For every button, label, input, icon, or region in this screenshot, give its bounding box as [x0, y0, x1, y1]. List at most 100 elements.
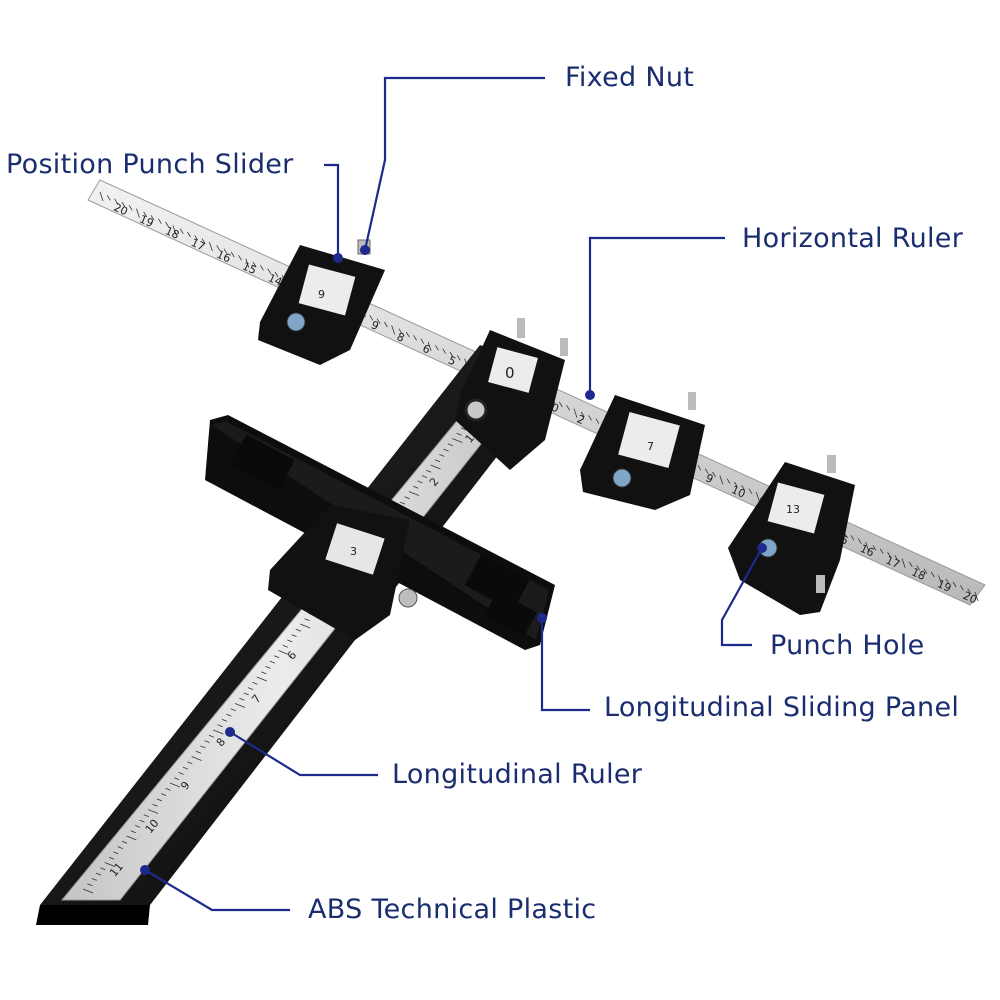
h-tick — [260, 265, 264, 271]
v-tick — [217, 724, 223, 728]
v-tick — [113, 851, 119, 855]
h-tick — [99, 191, 104, 202]
h-tick — [216, 245, 221, 251]
leader-dot-longitudinal-sliding-panel — [537, 613, 547, 623]
v-tick — [108, 856, 115, 860]
h-number: 20 — [112, 201, 130, 219]
leader-dot-abs-technical-plastic — [140, 865, 150, 875]
h-tick — [857, 538, 862, 544]
h-tick — [580, 411, 585, 418]
h-tick — [442, 348, 447, 354]
svg-text:0: 0 — [505, 364, 515, 382]
h-tick — [187, 231, 191, 238]
h-tick — [136, 208, 140, 218]
leader-longitudinal-ruler — [229, 731, 378, 777]
h-tick — [150, 215, 155, 221]
h-tick — [252, 261, 257, 268]
svg-text:9: 9 — [318, 288, 325, 301]
v-tick — [139, 819, 145, 823]
h-tick — [952, 581, 957, 588]
h-tick — [179, 228, 184, 234]
v-tick — [121, 840, 128, 844]
v-tick — [126, 835, 137, 841]
leader-punch-hole — [720, 547, 763, 647]
v-tick — [439, 454, 445, 457]
v-tick — [278, 650, 289, 655]
v-tick — [247, 687, 254, 690]
h-tick — [901, 558, 906, 568]
v-tick — [117, 846, 123, 849]
h-tick — [960, 585, 964, 591]
v-tick — [130, 830, 136, 834]
v-tick — [182, 766, 189, 770]
v-tick — [191, 756, 202, 761]
h-tick — [420, 338, 425, 344]
label-punch-hole: Punch Hole — [770, 630, 925, 661]
h-tick — [143, 211, 148, 218]
h-tick — [165, 221, 169, 228]
h-tick — [223, 248, 228, 254]
leader-abs-technical-plastic — [144, 869, 290, 912]
label-fixed-nut: Fixed Nut — [565, 62, 695, 93]
leader-dot-longitudinal-ruler — [225, 727, 235, 737]
h-tick — [974, 591, 979, 602]
v-tick — [230, 708, 236, 712]
h-tick — [230, 251, 235, 258]
h-number: 18 — [163, 224, 181, 242]
v-tick — [152, 803, 158, 807]
v-tick — [295, 628, 302, 632]
h-tick — [128, 205, 133, 211]
h-tick — [748, 488, 753, 494]
h-number: 9 — [369, 318, 381, 333]
h-number: 8 — [395, 330, 407, 345]
v-tick — [282, 644, 288, 648]
v-tick — [300, 623, 311, 629]
h-tick — [923, 568, 928, 574]
leader-position-punch-slider — [324, 163, 340, 258]
v-tick — [304, 618, 310, 622]
h-tick — [967, 588, 972, 594]
h-tick — [172, 225, 177, 235]
leader-longitudinal-sliding-panel — [540, 618, 590, 712]
h-tick — [369, 315, 374, 321]
v-tick — [234, 703, 246, 708]
v-tick — [256, 676, 267, 682]
leader-fixed-nut — [363, 76, 545, 251]
h-tick — [194, 235, 199, 241]
center-slider-block: 3 — [268, 505, 418, 640]
h-tick — [894, 555, 899, 561]
h-tick — [595, 418, 600, 424]
v-tick — [447, 443, 454, 447]
v-tick — [104, 862, 115, 867]
h-number: 6 — [420, 342, 432, 357]
h-tick — [566, 405, 571, 411]
h-tick — [274, 271, 279, 278]
h-tick — [376, 318, 381, 324]
leader-dot-horizontal-ruler — [585, 390, 595, 400]
h-number: 17 — [189, 236, 207, 254]
h-tick — [456, 355, 461, 361]
h-tick — [734, 481, 738, 488]
v-tick — [213, 729, 224, 735]
h-tick — [697, 465, 702, 471]
h-tick — [238, 255, 242, 261]
h-tick — [405, 331, 410, 338]
position-punch-slider: 9 — [258, 239, 385, 365]
v-tick — [291, 634, 297, 637]
v-tick — [408, 491, 419, 496]
h-number: 16 — [858, 542, 876, 560]
h-number: 5 — [446, 354, 458, 369]
svg-text:3: 3 — [350, 545, 357, 558]
h-tick — [726, 478, 731, 484]
h-number: 0 — [549, 401, 561, 416]
h-number: 9 — [704, 471, 716, 486]
h-tick — [208, 241, 213, 252]
v-tick — [243, 692, 249, 696]
h-tick — [201, 238, 206, 244]
leader-dot-punch-hole — [757, 543, 767, 553]
h-tick — [106, 195, 111, 201]
v-tick — [413, 485, 419, 489]
label-abs-technical-plastic: ABS Technical Plastic — [308, 894, 597, 925]
v-tick — [460, 427, 467, 431]
